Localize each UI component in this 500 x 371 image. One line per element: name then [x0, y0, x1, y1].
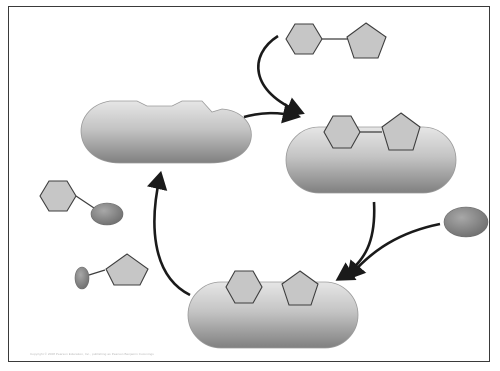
bound-pentagon — [282, 271, 318, 305]
substrate-molecule — [286, 23, 386, 58]
product-oval-pentagon — [75, 254, 148, 289]
enzyme-product-complex — [188, 271, 358, 348]
arrow-molecule-incoming — [350, 224, 440, 276]
bound-pentagon — [382, 113, 420, 150]
product-hexagon-oval — [40, 181, 123, 225]
product-oval — [75, 267, 89, 289]
incoming-molecule-oval — [444, 207, 488, 237]
product-hexagon — [40, 181, 76, 211]
substrate-pentagon — [347, 23, 386, 58]
bond-line — [76, 196, 94, 208]
copyright-text: Copyright © 2008 Pearson Education, Inc.… — [30, 352, 154, 356]
enzyme-body — [81, 101, 251, 163]
product-pentagon — [106, 254, 148, 285]
enzyme-body — [286, 127, 456, 193]
product-oval — [91, 203, 123, 225]
bond-line — [89, 270, 105, 275]
substrate-hexagon — [286, 24, 322, 54]
arrow-enzyme-to-complex — [244, 113, 296, 117]
enzyme-substrate-complex — [286, 113, 456, 193]
arrow-bottom-to-enzyme — [154, 176, 190, 295]
enzyme-empty — [81, 101, 251, 163]
enzyme-body — [188, 282, 358, 348]
